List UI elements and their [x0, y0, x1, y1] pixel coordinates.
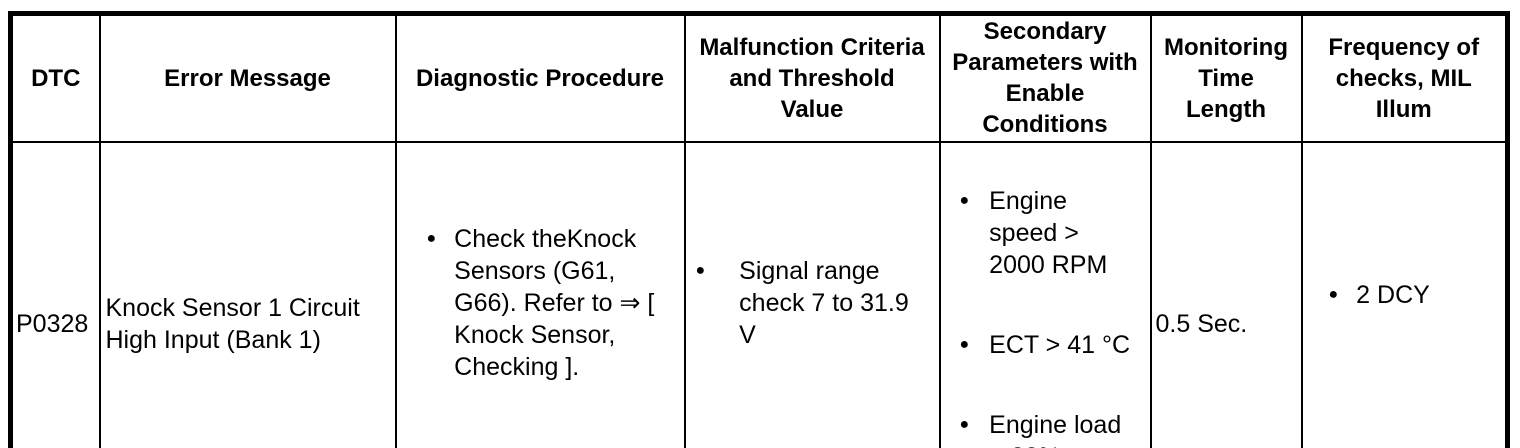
cell-frequency: ● 2 DCY [1300, 140, 1509, 448]
cell-malfunction-criteria: ● Signal range check 7 to 31.9 V [683, 140, 941, 448]
column-header-malfunction-criteria: Malfunction Criteria and Threshold Value [683, 12, 941, 143]
list-item: ● Check theKnock Sensors (G61, G66). Ref… [397, 223, 684, 383]
column-header-monitoring-time: Monitoring Time Length [1149, 12, 1303, 143]
list-item-text: Engine load > 30% [989, 410, 1122, 448]
column-header-frequency: Frequency of checks, MIL Illum [1300, 12, 1509, 143]
column-header-dtc: DTC [9, 12, 101, 143]
column-header-error-message: Error Message [98, 12, 397, 143]
column-header-diagnostic-procedure: Diagnostic Procedure [394, 12, 686, 143]
list-item-text: ECT > 41 °C [989, 330, 1131, 359]
bullet-icon: ● [959, 335, 970, 353]
bullet-icon: ● [959, 191, 970, 209]
list-item: ● Signal range check 7 to 31.9 V [686, 255, 939, 351]
header-row: DTC Error Message Diagnostic Procedure M… [9, 12, 1509, 143]
cell-secondary-parameters: ● Engine speed > 2000 RPM ● ECT > 41 °C … [938, 140, 1152, 448]
bullet-icon: ● [426, 229, 437, 247]
cell-error-message: Knock Sensor 1 Circuit High Input (Bank … [98, 140, 397, 448]
table-row-p0328: P0328 Knock Sensor 1 Circuit High Input … [9, 140, 1509, 448]
list-item: ● 2 DCY [1303, 279, 1506, 311]
list-item-text: Check theKnock Sensors (G61, G66). Refer… [454, 224, 655, 381]
cell-monitoring-time: 0.5 Sec. [1149, 140, 1303, 448]
column-header-secondary-parameters: Secondary Parameters with Enable Conditi… [938, 12, 1152, 143]
list-item-text: Signal range check 7 to 31.9 V [739, 256, 909, 349]
list-item: ● Engine speed > 2000 RPM [941, 185, 1150, 281]
dtc-diagnostic-table: DTC Error Message Diagnostic Procedure M… [8, 11, 1510, 448]
list-item: ● ECT > 41 °C [941, 329, 1150, 361]
cell-diagnostic-procedure: ● Check theKnock Sensors (G61, G66). Ref… [394, 140, 686, 448]
list-item: ● Engine load > 30% [941, 409, 1150, 448]
bullet-icon: ● [959, 415, 970, 433]
bullet-icon: ● [1328, 285, 1339, 303]
cell-dtc-code: P0328 [9, 140, 101, 448]
bullet-icon: ● [695, 261, 706, 279]
list-item-text: 2 DCY [1356, 280, 1430, 309]
list-item-text: Engine speed > 2000 RPM [989, 186, 1108, 279]
